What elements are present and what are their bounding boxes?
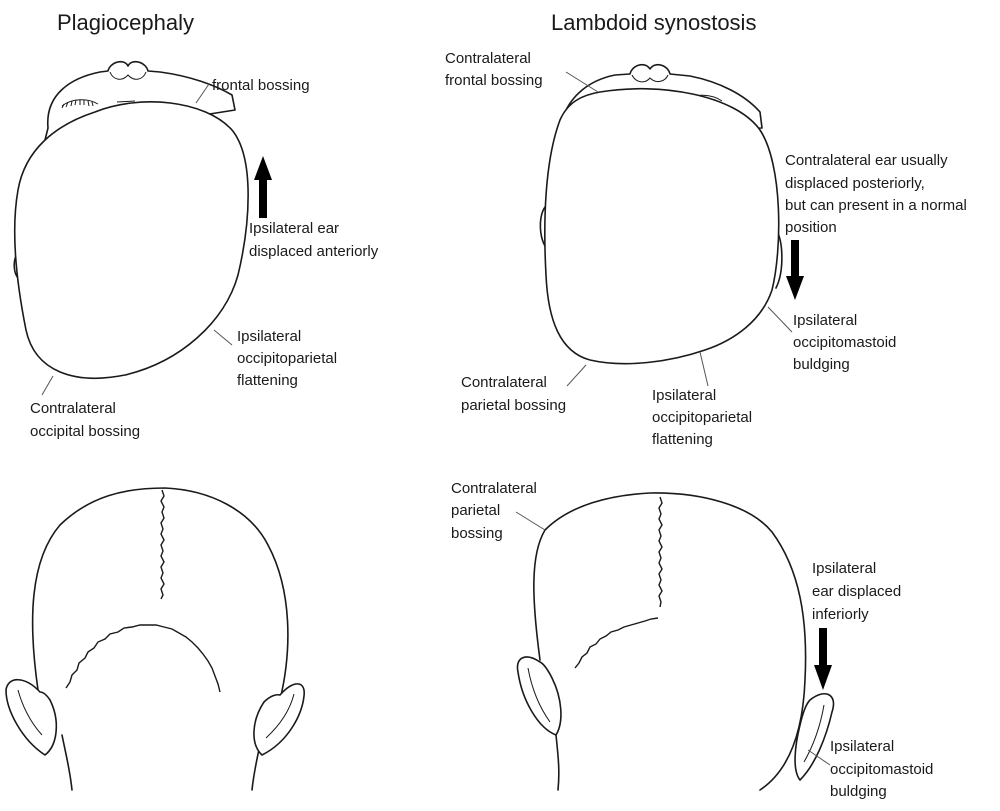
lamb-back-label-parietal: Contralateral parietal bossing	[451, 480, 541, 542]
lamb-back-label-ear: Ipsilateral ear displaced inferiorly	[812, 560, 905, 623]
plag-eye-right	[116, 100, 136, 103]
plag-label-occipital: Contralateral occipital bossing	[30, 400, 140, 440]
lamb-nose	[631, 74, 669, 83]
lamb-back-leader-mastoid	[807, 749, 831, 766]
lamb-arrow-down-icon	[786, 240, 804, 300]
plag-back-ear-right-inner	[265, 693, 295, 739]
lamb-label-ear: Contralateral ear usually displaced post…	[785, 152, 971, 236]
plag-neck-left	[61, 734, 73, 791]
plag-eyelash	[61, 99, 94, 109]
lambdoid-back-view: Contralateral parietal bossing Ipsilater…	[451, 480, 938, 800]
lamb-lambdoid-suture	[574, 617, 659, 669]
lamb-label-mastoid: Ipsilateral occipitomastoid buldging	[793, 312, 901, 373]
plag-back-ear-right	[253, 683, 305, 756]
lamb-back-ear-right	[794, 692, 835, 781]
title-plagiocephaly: Plagiocephaly	[57, 10, 194, 35]
lamb-back-ear-left	[516, 656, 562, 736]
lamb-leader-parietal	[566, 364, 587, 387]
lamb-sagittal-suture	[658, 496, 663, 608]
plag-leader-flattening	[213, 329, 233, 346]
plag-eye-left	[61, 99, 99, 107]
plag-lambdoid-suture	[65, 624, 221, 693]
lamb-back-skull	[533, 492, 807, 791]
lamb-neck-left	[555, 734, 560, 791]
plag-label-ear: Ipsilateral ear displaced anteriorly	[249, 220, 379, 260]
lamb-back-ear-right-inner	[803, 704, 825, 763]
lamb-leader-mastoid	[767, 306, 793, 333]
plag-sagittal-suture	[160, 489, 165, 600]
plag-back-skull	[31, 487, 289, 701]
lamb-leader-frontal	[565, 71, 599, 93]
plag-leader-occipital	[41, 375, 54, 396]
lamb-leader-flattening	[699, 351, 709, 387]
lamb-back-arrow-down-icon	[814, 628, 832, 690]
plag-back-ear-left-inner	[17, 689, 43, 736]
plag-label-frontal: frontal bossing	[212, 77, 310, 94]
plag-nose	[109, 71, 147, 80]
plag-label-flattening: Ipsilateral occipitoparietal flattening	[237, 328, 341, 389]
plagiocephaly-top-view: frontal bossing Ipsilateral ear displace…	[13, 60, 379, 440]
lamb-skull-outline	[544, 87, 780, 365]
plag-arrow-up-icon	[254, 156, 272, 218]
lambdoid-top-view: Contralateral frontal bossing Contralate…	[445, 50, 971, 448]
plag-skull-outline	[13, 101, 249, 379]
lamb-label-parietal: Contralateral parietal bossing	[461, 374, 566, 414]
plag-back-ear-left	[5, 678, 58, 756]
lamb-label-frontal: Contralateral frontal bossing	[445, 50, 543, 89]
plag-leader-frontal	[195, 83, 210, 104]
title-lambdoid-synostosis: Lambdoid synostosis	[551, 10, 756, 35]
lamb-back-ear-left-inner	[527, 667, 551, 723]
lamb-back-label-mastoid: Ipsilateral occipitomastoid buldging	[830, 738, 938, 800]
lamb-back-leader-parietal	[515, 511, 546, 531]
lamb-label-flattening: Ipsilateral occipitoparietal flattening	[652, 387, 756, 448]
plagiocephaly-back-view	[5, 487, 305, 791]
